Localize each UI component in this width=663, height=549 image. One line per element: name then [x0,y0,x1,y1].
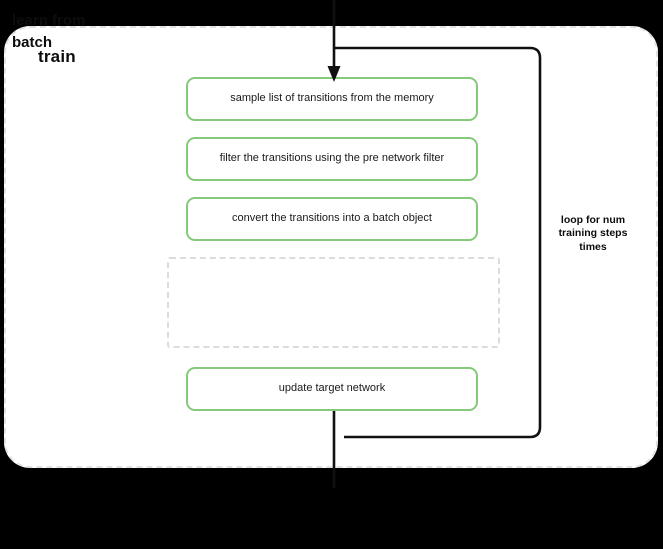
step-label-update-target-network: update target network [278,382,386,395]
train-group-title: train [38,47,76,66]
step-label-filter: filter the transitions using the pre net… [219,152,445,165]
step-label-sample: sample list of transitions from the memo… [230,92,434,105]
loop-caption-label: loop for num training steps times [558,214,628,253]
step-label-convert: convert the transitions into a batch obj… [232,212,432,225]
step-box-convert[interactable]: convert the transitions into a batch obj… [186,197,478,241]
learn-from-batch-group [167,257,500,348]
step-box-sample[interactable]: sample list of transitions from the memo… [186,77,478,121]
learn-from-batch-title: learn from batch [12,12,86,51]
step-box-filter[interactable]: filter the transitions using the pre net… [186,137,478,181]
step-box-update-target-network[interactable]: update target network [186,367,478,411]
